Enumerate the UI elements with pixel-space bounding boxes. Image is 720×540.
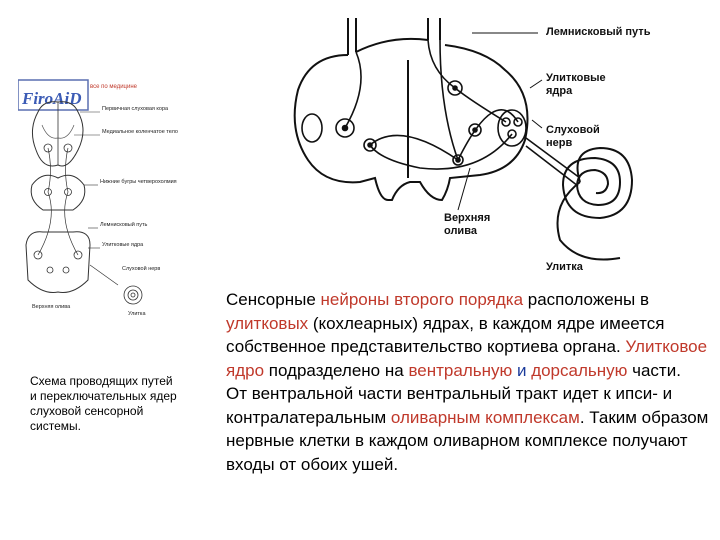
body-text: Сенсорные нейроны второго порядка распол… (226, 288, 716, 476)
label-lemniscus: Лемнисковый путь (546, 26, 651, 38)
label-superior-olive: Верхняя олива (444, 212, 491, 237)
connector-and: и (512, 360, 532, 380)
brainstem-cochlear-diagram: Лемнисковый путь Улитковые ядра Слуховой… (280, 0, 720, 285)
thumb-label-superior-olive: Верхняя олива (32, 304, 71, 310)
logo-text: FiroAiD (21, 89, 82, 108)
highlight-nucleus: ядро (226, 360, 265, 380)
highlight-olivary-complexes: оливарным комплексам (390, 407, 580, 427)
highlight-cochlear-nucleus: Улитковое (625, 337, 708, 356)
text-span: подразделено на (264, 360, 409, 380)
text-span: . Таким образом нервные клетки в каждом … (226, 407, 709, 474)
label-cochlea: Улитка (546, 261, 583, 273)
thumb-label-auditory-nerve: Слуховой нерв (122, 265, 160, 272)
logo-tag: все по медицине (90, 84, 138, 90)
text-span: От вентральной части вентральный тракт и… (226, 384, 673, 427)
text-span: (кохлеарных) ядрах, в каждом ядре имеетс… (226, 313, 665, 357)
thumb-label-cochlea: Улитка (128, 311, 146, 317)
diagram-drawing (293, 18, 634, 261)
thumb-label-auditory-cortex: Первичная слуховая кора (102, 106, 169, 112)
text-span: расположены в (523, 290, 650, 309)
highlight-ventral: вентральную (408, 360, 513, 380)
paragraph-2: От вентральной части вентральный тракт и… (226, 382, 716, 476)
text-span: части. (627, 360, 681, 380)
thumb-label-lemniscus: Лемнисковый путь (100, 221, 148, 228)
highlight-dorsal: дорсальную (531, 360, 628, 380)
logo-box (17, 79, 89, 111)
highlight-cochlear: улитковых (226, 313, 309, 333)
auditory-pathway-thumbnail: FiroAiD все по медицине Первичная слухов… (17, 70, 178, 340)
paragraph-1: Сенсорные нейроны второго порядка распол… (226, 288, 716, 382)
thumb-label-inferior-colliculi: Нижние бугры четверохолмия (100, 179, 177, 185)
figure-caption: Схема проводящих путей и переключательны… (30, 374, 177, 433)
highlight-second-order-neurons: нейроны второго порядка (320, 290, 524, 309)
thumb-label-cochlear-nuclei: Улитковые ядра (102, 242, 144, 248)
text-span: Сенсорные (226, 290, 321, 309)
thumbnail-schematic: FiroAiD все по медицине Первичная слухов… (17, 79, 178, 317)
label-auditory-nerve: Слуховой нерв (546, 124, 600, 149)
label-cochlear-nuclei: Улитковые ядра (546, 72, 606, 97)
thumb-label-mgb: Медиальное коленчатое тело (102, 129, 178, 135)
